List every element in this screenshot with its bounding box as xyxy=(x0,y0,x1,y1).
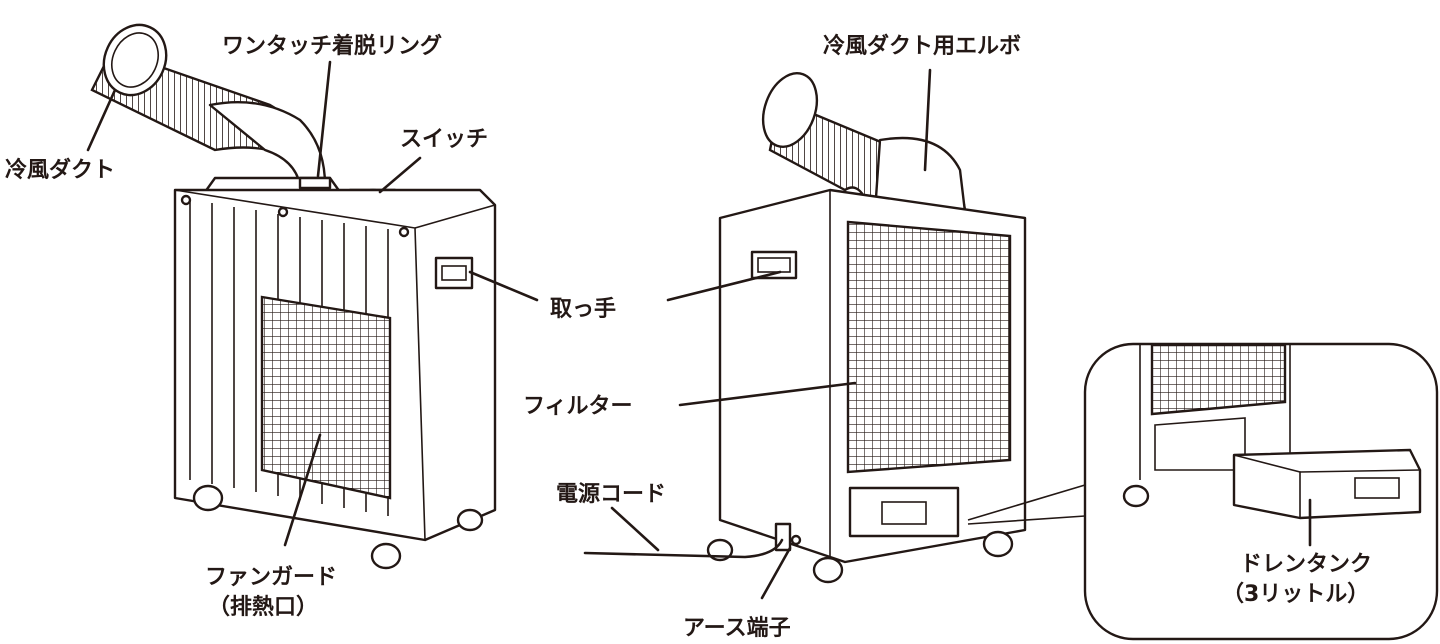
label-fan-guard: ファンガード xyxy=(205,565,337,590)
label-cold-duct: 冷風ダクト xyxy=(5,157,115,183)
drain-tank xyxy=(1232,448,1422,520)
power-cord xyxy=(583,538,784,559)
label-fan-guard-sub: （排熱口） xyxy=(208,594,318,620)
front-unit xyxy=(90,23,497,570)
inset-filter-edge xyxy=(1150,343,1287,416)
front-casters xyxy=(192,484,484,570)
cold-duct-hose xyxy=(90,23,327,187)
label-filter: フィルター xyxy=(523,394,633,419)
drain-port xyxy=(848,486,960,538)
leader-lines xyxy=(86,60,1312,600)
quick-release-ring xyxy=(298,176,332,190)
label-handle: 取っ手 xyxy=(550,297,616,322)
label-drain-tank: ドレンタンク xyxy=(1240,552,1372,577)
duct-elbow xyxy=(761,72,967,214)
rear-unit xyxy=(583,72,1027,584)
label-power-cord: 電源コード xyxy=(556,482,666,507)
rear-handle xyxy=(750,250,798,280)
front-handle xyxy=(434,256,474,290)
inset-zoom-lines xyxy=(967,484,1086,525)
label-earth-terminal: アース端子 xyxy=(683,616,791,641)
drain-tank-inset xyxy=(1083,342,1439,641)
fan-guard xyxy=(260,295,392,500)
label-drain-tank-sub: （3リットル） xyxy=(1222,582,1369,607)
label-quick-release-ring: ワンタッチ着脱リング xyxy=(222,33,442,59)
label-duct-elbow: 冷風ダクト用エルボ xyxy=(823,33,1021,59)
filter xyxy=(846,220,1012,474)
label-switch: スイッチ xyxy=(400,127,488,152)
